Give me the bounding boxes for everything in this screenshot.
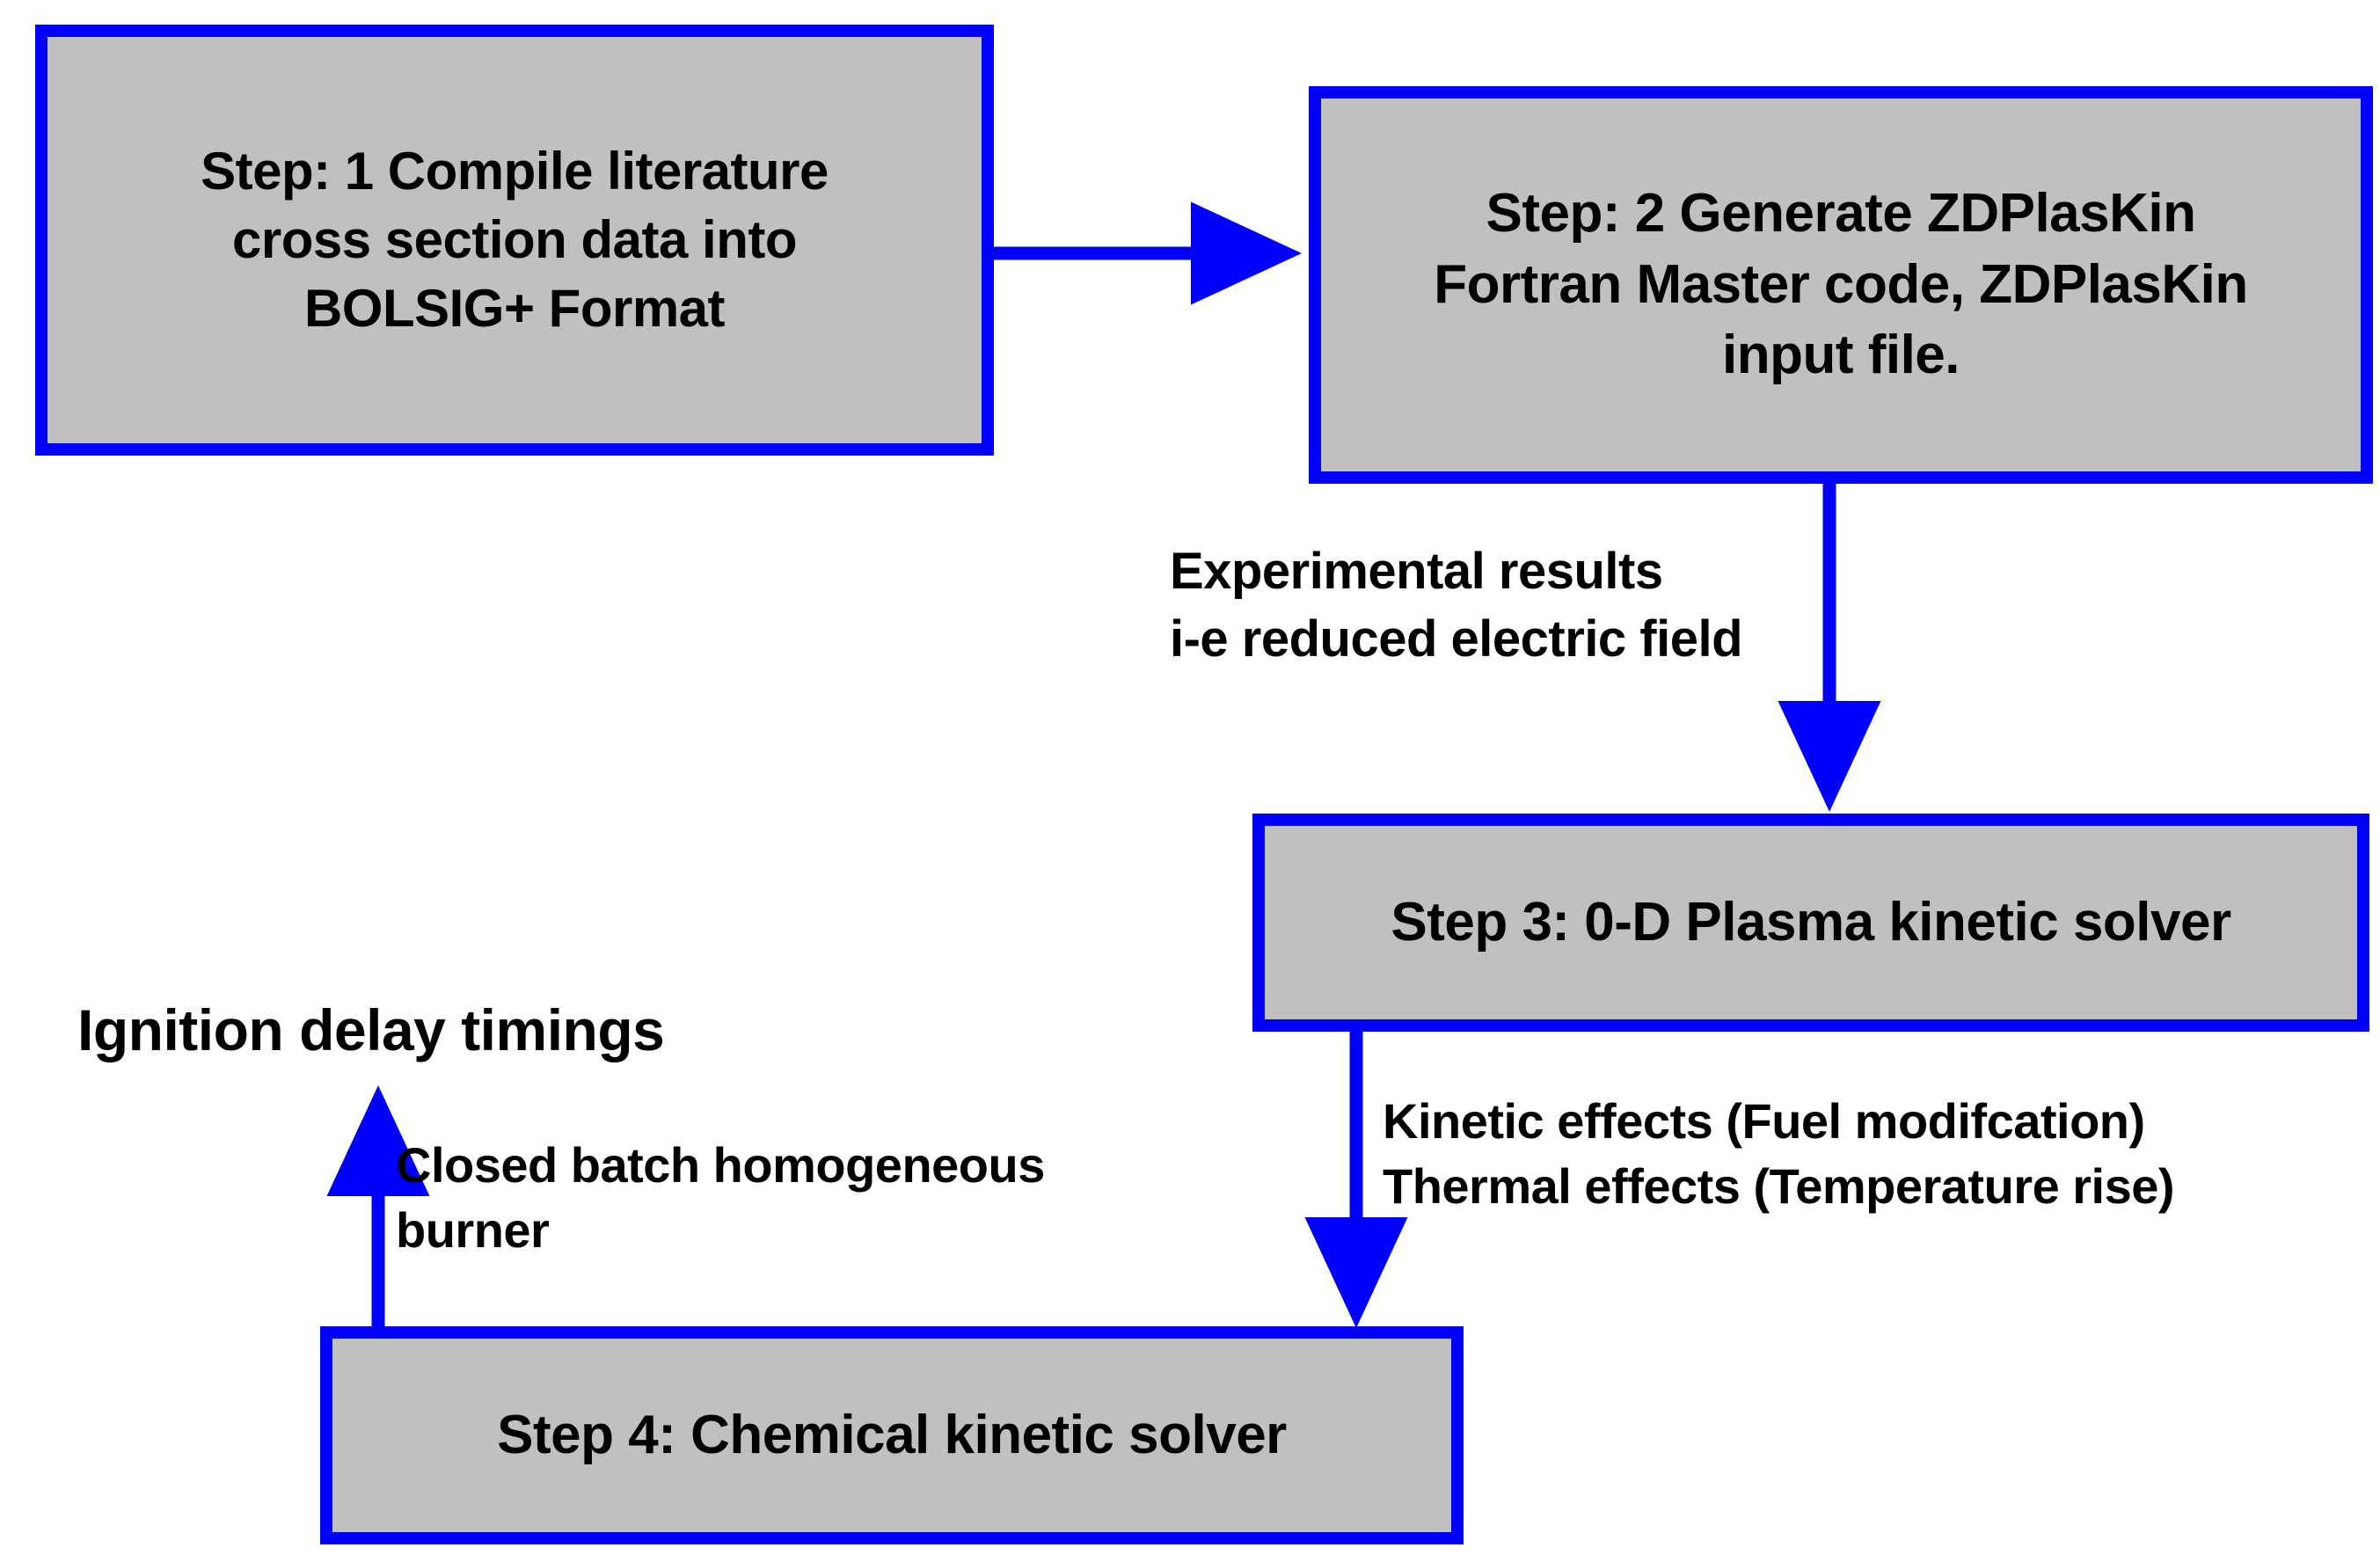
node-step-2[interactable]: Step: 2 Generate ZDPlasKin Fortran Maste…	[1309, 86, 2373, 484]
edge-label-kinetic-thermal-effects: Kinetic effects (Fuel modifcation) Therm…	[1383, 1093, 2175, 1214]
edge-label-closed-batch-burner: Closed batch homogeneous burner	[396, 1137, 1045, 1258]
node-step-1[interactable]: Step: 1 Compile literature cross section…	[35, 25, 994, 456]
node-step-4[interactable]: Step 4: Chemical kinetic solver	[320, 1326, 1464, 1544]
output-ignition-delay-timings: Ignition delay timings	[77, 997, 665, 1062]
node-step-1-label: Step: 1 Compile literature cross section…	[201, 142, 829, 338]
node-step-3-label: Step 3: 0-D Plasma kinetic solver	[1391, 891, 2231, 953]
node-step-4-label: Step 4: Chemical kinetic solver	[497, 1404, 1287, 1465]
edge-label-experimental-results: Experimental results i-e reduced electri…	[1170, 543, 1743, 668]
node-step-2-label: Step: 2 Generate ZDPlasKin Fortran Maste…	[1434, 183, 2248, 386]
node-step-3[interactable]: Step 3: 0-D Plasma kinetic solver	[1252, 814, 2369, 1032]
